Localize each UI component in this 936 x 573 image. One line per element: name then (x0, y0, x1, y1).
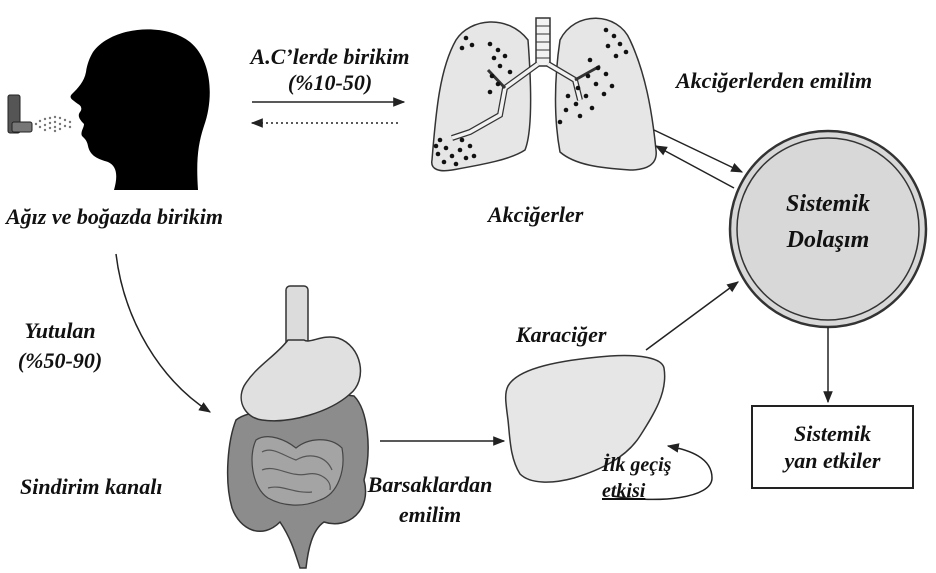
digestive-tract-label: Sindirim kanalı (20, 474, 162, 500)
digestive-tract-icon (228, 286, 368, 568)
inhaler-icon (8, 95, 71, 133)
systemic-circulation-label: Sistemik Dolaşım (758, 186, 898, 258)
head-silhouette-icon (71, 29, 210, 190)
swallowed-label: Yutulan (%50-90) (10, 316, 110, 376)
lungs-icon (432, 18, 656, 171)
liver-label: Karaciğer (516, 322, 606, 348)
arrow-circulation-to-lungs (656, 146, 734, 188)
side-effects-line1: Sistemik (794, 420, 871, 447)
first-pass-label: İlk geçiş etkisi (602, 452, 671, 504)
mouth-throat-label: Ağız ve boğazda birikim (6, 204, 223, 230)
arrow-lungs-to-circulation (654, 130, 742, 172)
lung-absorption-label: Akciğerlerden emilim (676, 68, 872, 94)
lungs-label: Akciğerler (488, 202, 583, 228)
arrow-liver-to-circulation (646, 282, 738, 350)
arrow-swallowed (116, 254, 210, 412)
lung-deposition-label: A.C’lerde birikim (%10-50) (232, 44, 428, 96)
intestinal-absorption-label: Barsaklardan emilim (360, 470, 500, 530)
side-effects-line2: yan etkiler (785, 447, 881, 474)
side-effects-box: Sistemik yan etkiler (751, 405, 914, 489)
